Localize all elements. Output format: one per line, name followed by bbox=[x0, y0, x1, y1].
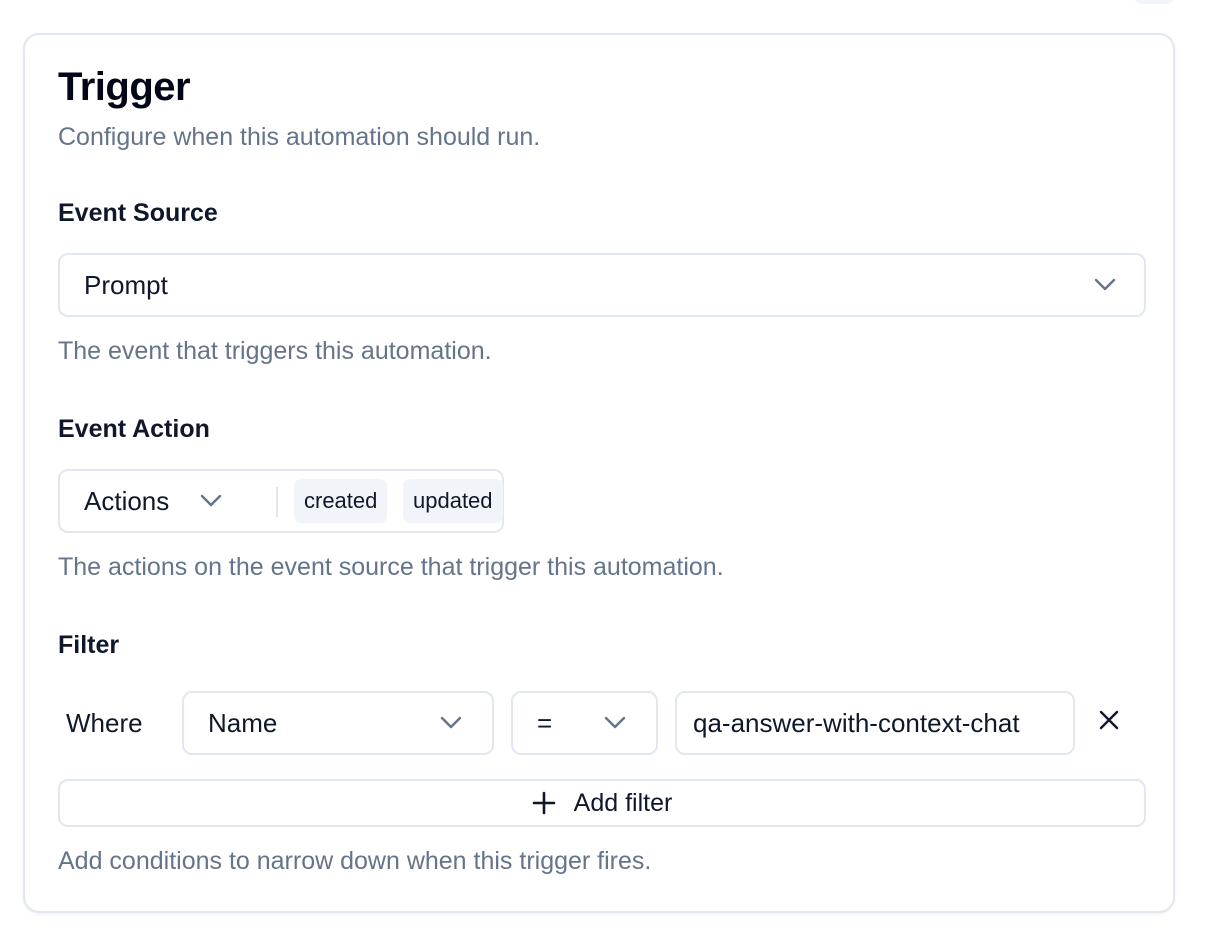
event-action-label: Event Action bbox=[58, 415, 210, 443]
card-description: Configure when this automation should ru… bbox=[58, 123, 541, 151]
background-decoration bbox=[1134, 0, 1174, 4]
filter-field-select[interactable]: Name bbox=[182, 691, 494, 755]
chevron-down-icon bbox=[604, 716, 626, 730]
event-source-label: Event Source bbox=[58, 199, 218, 227]
plus-icon bbox=[532, 791, 556, 815]
filter-field-value: Name bbox=[208, 707, 278, 738]
divider bbox=[276, 487, 278, 517]
event-action-select[interactable]: Actions created updated bbox=[58, 469, 504, 533]
filter-label: Filter bbox=[58, 631, 120, 659]
event-source-value: Prompt bbox=[84, 269, 168, 300]
event-source-select[interactable]: Prompt bbox=[58, 253, 1146, 317]
action-chip-created: created bbox=[294, 479, 388, 523]
add-filter-button[interactable]: Add filter bbox=[58, 779, 1146, 827]
event-source-help: The event that triggers this automation. bbox=[58, 337, 492, 365]
event-action-help: The actions on the event source that tri… bbox=[58, 553, 724, 581]
chevron-down-icon bbox=[200, 494, 222, 508]
card-title: Trigger bbox=[58, 65, 191, 109]
filter-operator-select[interactable]: = bbox=[511, 691, 658, 755]
filter-value-input[interactable] bbox=[675, 691, 1075, 755]
chevron-down-icon bbox=[440, 716, 462, 730]
filter-row: Where Name = bbox=[58, 691, 1146, 755]
filter-help: Add conditions to narrow down when this … bbox=[58, 847, 652, 875]
close-icon bbox=[1099, 710, 1119, 730]
filter-operator-value: = bbox=[537, 707, 553, 738]
event-action-selector-label: Actions bbox=[84, 485, 170, 516]
where-label: Where bbox=[66, 707, 143, 738]
chevron-down-icon bbox=[1094, 278, 1116, 292]
action-chip-updated: updated bbox=[403, 479, 503, 523]
add-filter-label: Add filter bbox=[573, 788, 673, 817]
trigger-card: Trigger Configure when this automation s… bbox=[23, 33, 1175, 913]
remove-filter-button[interactable] bbox=[1094, 705, 1124, 735]
